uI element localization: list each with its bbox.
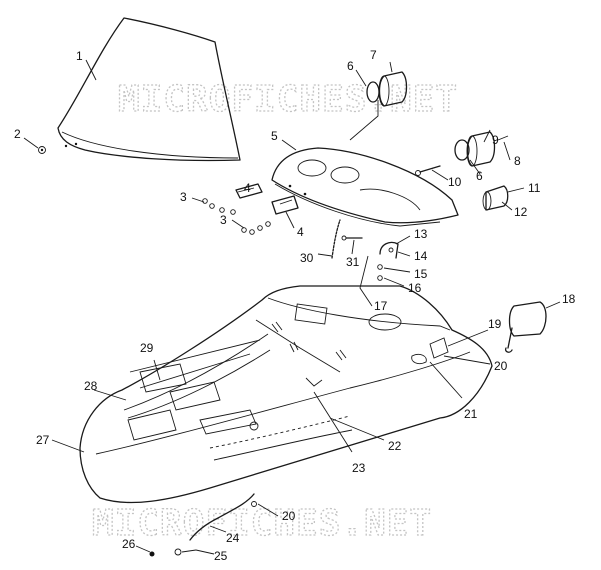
- callout-5: 5: [271, 129, 278, 143]
- callout-22: 22: [388, 439, 402, 453]
- callout-30: 30: [300, 251, 314, 265]
- callout-21: 21: [464, 407, 478, 421]
- callout-17: 17: [374, 299, 388, 313]
- callout-20a: 20: [494, 359, 508, 373]
- pin-31: [341, 235, 363, 241]
- callout-10: 10: [448, 175, 462, 189]
- callout-23: 23: [352, 461, 366, 475]
- callout-27: 27: [36, 433, 50, 447]
- brackets-upper: [202, 183, 263, 215]
- leader-lines: [23, 59, 561, 555]
- lower-cable: [149, 493, 257, 557]
- callout-labels: 1 2 3 3 4 4 5 6 6 7 8 9 10 11 12 13 14 1…: [14, 48, 576, 563]
- callout-7: 7: [370, 48, 377, 62]
- brackets-lower: [241, 195, 299, 235]
- windshield-screw: [38, 142, 78, 154]
- callout-6b: 6: [476, 169, 483, 183]
- callout-13: 13: [414, 227, 428, 241]
- callout-19: 19: [488, 317, 502, 331]
- callout-24: 24: [226, 531, 240, 545]
- gauge-right: [454, 131, 509, 167]
- indicator-lamp: [482, 185, 509, 211]
- callout-4b: 4: [297, 225, 304, 239]
- callout-6a: 6: [347, 59, 354, 73]
- callout-1: 1: [76, 49, 83, 63]
- callout-25: 25: [214, 549, 228, 563]
- hood-body: [79, 285, 493, 504]
- callout-2: 2: [14, 127, 21, 141]
- callout-20b: 20: [282, 509, 296, 523]
- watermark-top: MICROFICHES.NET: [118, 79, 458, 120]
- callout-29: 29: [140, 341, 154, 355]
- gauge-bezel-top: [366, 71, 408, 107]
- windshield: [57, 17, 241, 162]
- callout-18: 18: [562, 292, 576, 306]
- mirror: [504, 301, 547, 353]
- callout-28: 28: [84, 379, 98, 393]
- callout-15: 15: [414, 267, 428, 281]
- callout-3a: 3: [180, 190, 187, 204]
- callout-14: 14: [414, 249, 428, 263]
- callout-3b: 3: [220, 213, 227, 227]
- callout-26: 26: [122, 537, 136, 551]
- callout-4a: 4: [244, 181, 251, 195]
- cable-30: [331, 219, 341, 259]
- console-panel: [271, 147, 459, 227]
- callout-11: 11: [528, 181, 541, 195]
- watermark-bottom: MICROFICHES.NET: [92, 503, 432, 544]
- callout-31: 31: [346, 255, 360, 269]
- callout-16: 16: [408, 281, 422, 295]
- latch-parts: [377, 241, 399, 281]
- callout-8: 8: [514, 154, 521, 168]
- callout-9: 9: [492, 133, 499, 147]
- console-screw: [415, 165, 441, 176]
- callout-12: 12: [514, 205, 528, 219]
